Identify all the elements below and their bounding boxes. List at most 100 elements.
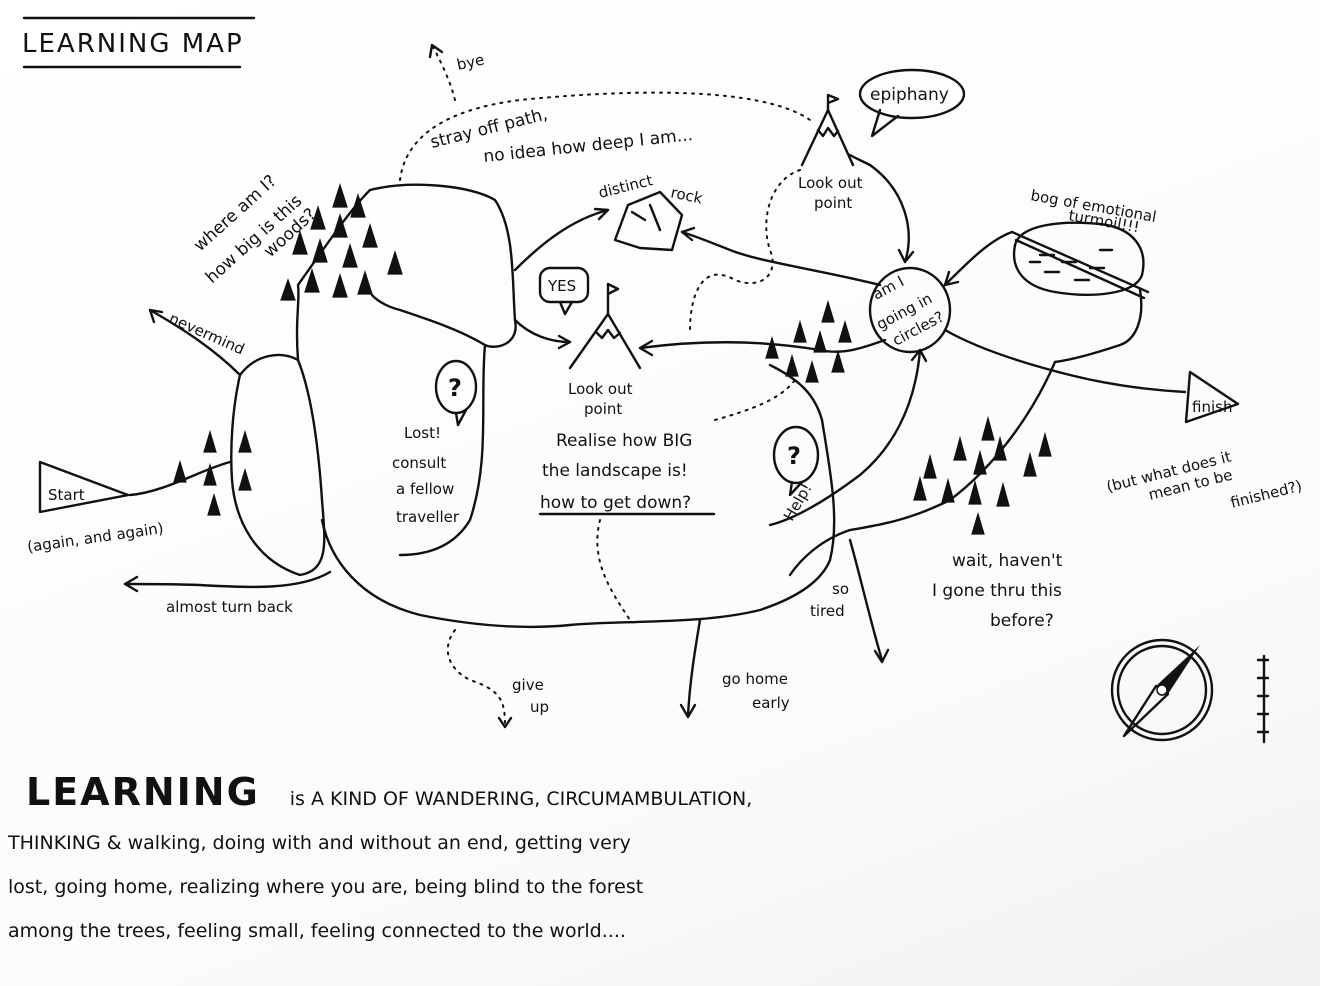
rock-label: rock bbox=[669, 183, 704, 207]
tree-icon bbox=[996, 481, 1010, 507]
dotted-paths bbox=[399, 43, 811, 729]
speech-bubble-icon bbox=[858, 68, 966, 120]
circles-node: am I going in circles? bbox=[868, 266, 952, 354]
lookout-top-label-2: point bbox=[814, 194, 852, 212]
flag-icon bbox=[1184, 370, 1240, 424]
tree-icon bbox=[332, 213, 348, 238]
tree-icon bbox=[342, 243, 358, 268]
tree-icon bbox=[304, 268, 320, 293]
realise-line-2: the landscape is! bbox=[542, 461, 688, 481]
wait-line-1: wait, haven't bbox=[952, 551, 1063, 571]
tree-icon bbox=[350, 193, 366, 218]
tree-icon bbox=[941, 477, 955, 503]
circles-loop bbox=[868, 266, 952, 354]
arrow-circles-rock bbox=[680, 226, 696, 242]
bubble-tail bbox=[454, 408, 468, 427]
arrow-rock bbox=[593, 207, 610, 221]
arrow-give-up bbox=[497, 716, 513, 729]
scale-ticks bbox=[1256, 658, 1270, 734]
give-up-line-1: give bbox=[512, 676, 544, 694]
title-group: LEARNING MAP bbox=[22, 16, 256, 69]
compass-pivot bbox=[1156, 684, 1168, 696]
tree-icon bbox=[1023, 451, 1037, 477]
start-flag: Start (again, and again) bbox=[26, 460, 165, 556]
trees-middle bbox=[765, 299, 852, 383]
lookout-top: Look out point epiphany bbox=[798, 68, 966, 212]
lost-line-4: traveller bbox=[396, 508, 460, 526]
tree-icon bbox=[207, 492, 221, 516]
tree-icon bbox=[280, 278, 296, 301]
tree-icon bbox=[362, 223, 378, 248]
start-note: (again, and again) bbox=[26, 519, 165, 556]
tree-icon bbox=[357, 270, 373, 295]
page-title: LEARNING MAP bbox=[22, 29, 244, 59]
tree-icon bbox=[292, 230, 308, 255]
tree-icon bbox=[913, 475, 927, 501]
mountain-icon bbox=[568, 312, 642, 370]
circles-label-1: am I bbox=[869, 272, 907, 303]
question-bubbles: ? ? bbox=[434, 359, 820, 497]
tree-icon bbox=[310, 205, 326, 230]
arrow-lookout bbox=[557, 334, 572, 350]
tree-icon bbox=[973, 449, 987, 475]
arrow-nevermind bbox=[148, 308, 164, 324]
dotted-realise bbox=[714, 379, 796, 421]
tree-icon bbox=[821, 299, 835, 323]
caption-line-2: THINKING & walking, doing with and witho… bbox=[8, 832, 631, 854]
arrow-so-tired bbox=[873, 648, 890, 664]
caption-line-1-text: is A KIND OF WANDERING, CIRCUMAMBULATION… bbox=[289, 788, 753, 810]
yes-label: YES bbox=[547, 277, 576, 295]
question-mark: ? bbox=[448, 374, 462, 402]
arrow-almost-turn-back bbox=[123, 575, 139, 593]
compass-inner-ring bbox=[1116, 644, 1208, 736]
wait-line-3: before? bbox=[990, 611, 1054, 631]
tree-icon bbox=[813, 329, 827, 353]
path-bog-down bbox=[1053, 288, 1143, 364]
bog: bog of emotional turmoil!!! bbox=[1010, 186, 1158, 300]
tree-icon bbox=[203, 429, 217, 453]
speech-bubble-icon bbox=[772, 425, 820, 485]
tree-icon bbox=[765, 335, 779, 359]
mountain-snowcap bbox=[594, 328, 622, 340]
scale-bar bbox=[1256, 654, 1270, 744]
tree-icon bbox=[831, 349, 845, 373]
lookout-center: YES Look out point Realise how BIG the l… bbox=[538, 266, 716, 516]
epiphany-label: epiphany bbox=[870, 85, 949, 105]
question-mark: ? bbox=[787, 442, 801, 470]
bubble-tail bbox=[558, 300, 574, 316]
tree-icon bbox=[981, 415, 995, 441]
tree-icon bbox=[203, 462, 217, 486]
realise-line-1: Realise how BIG bbox=[556, 431, 692, 451]
path-almost-turn-back bbox=[123, 570, 332, 589]
trees-woods bbox=[280, 183, 403, 301]
mountain-snowcap bbox=[816, 126, 840, 138]
wait-line-2: I gone thru this bbox=[932, 581, 1062, 601]
bog-texture bbox=[1028, 248, 1114, 282]
tree-icon bbox=[1038, 431, 1052, 457]
path-woods bbox=[295, 183, 517, 362]
path-go-home bbox=[686, 618, 702, 717]
compass-ring bbox=[1110, 638, 1214, 742]
start-label: Start bbox=[48, 486, 85, 504]
lost-line-1: Lost! bbox=[404, 424, 441, 442]
caption-line-4: among the trees, feeling small, feeling … bbox=[8, 920, 626, 942]
trees-left bbox=[173, 429, 252, 516]
lost-line-3: a fellow bbox=[396, 480, 454, 498]
tree-icon bbox=[238, 429, 252, 453]
bog-bridge bbox=[1010, 230, 1150, 300]
so-tired-line-2: tired bbox=[810, 602, 845, 620]
path-middle-loop bbox=[320, 363, 836, 629]
nevermind-label: nevermind bbox=[166, 309, 247, 358]
path-lookout-circles bbox=[638, 338, 887, 353]
lookout-center-label-1: Look out bbox=[568, 380, 633, 398]
tree-icon bbox=[971, 511, 985, 535]
compass-icon bbox=[1110, 638, 1214, 742]
path-right-loop bbox=[768, 348, 922, 527]
arrow-go-home bbox=[679, 703, 697, 719]
realise-line-3: how to get down? bbox=[540, 493, 691, 513]
give-up-line-2: up bbox=[530, 698, 549, 716]
go-home-line-2: early bbox=[752, 694, 790, 712]
